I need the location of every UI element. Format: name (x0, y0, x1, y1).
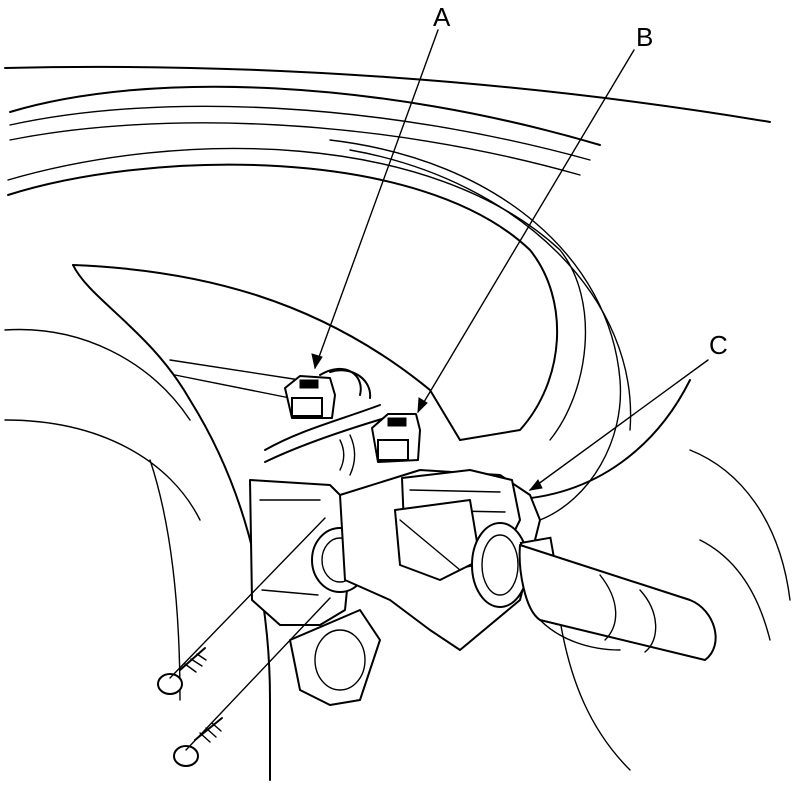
combination-switch-c (339, 469, 561, 651)
switch-lever-stalk (518, 544, 717, 661)
steering-wheel-shroud (4, 264, 791, 781)
screw-lower (173, 717, 223, 767)
leader-lines (169, 29, 709, 751)
connector-b (371, 413, 421, 463)
wiring-harness (264, 368, 386, 476)
callout-label-b: B (636, 22, 653, 52)
connector-a (284, 375, 336, 419)
dashboard-outline (4, 65, 771, 521)
callout-label-c: C (709, 330, 728, 360)
screw-upper (157, 647, 207, 695)
callout-label-a: A (433, 2, 451, 32)
